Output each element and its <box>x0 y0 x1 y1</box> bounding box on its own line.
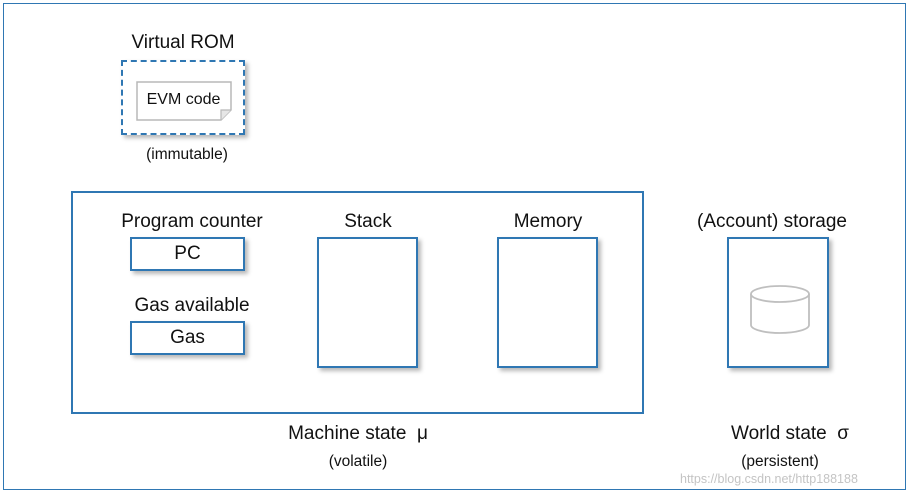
world-state-title: World state σ <box>730 423 850 444</box>
memory-label: Memory <box>513 211 583 232</box>
account-storage-label: (Account) storage <box>697 211 847 232</box>
pc-register: PC <box>130 237 245 271</box>
document-icon <box>136 81 232 121</box>
gas-available-label: Gas available <box>134 295 250 316</box>
stack-box <box>317 237 418 368</box>
volatile-note: (volatile) <box>328 453 388 470</box>
immutable-note: (immutable) <box>146 146 228 163</box>
database-cylinder-icon <box>750 285 810 334</box>
stack-label: Stack <box>344 211 392 232</box>
virtual-rom-title: Virtual ROM <box>131 32 235 53</box>
watermark-text: https://blog.csdn.net/http188188 <box>680 472 858 486</box>
evm-code-document: EVM code <box>136 81 233 121</box>
machine-state-title: Machine state μ <box>288 423 428 444</box>
evm-code-label: EVM code <box>146 91 221 108</box>
memory-box <box>497 237 598 368</box>
program-counter-label: Program counter <box>121 211 263 232</box>
persistent-note: (persistent) <box>741 453 819 470</box>
virtual-rom-box: EVM code <box>121 60 245 135</box>
gas-register: Gas <box>130 321 245 355</box>
account-storage-box <box>727 237 829 368</box>
